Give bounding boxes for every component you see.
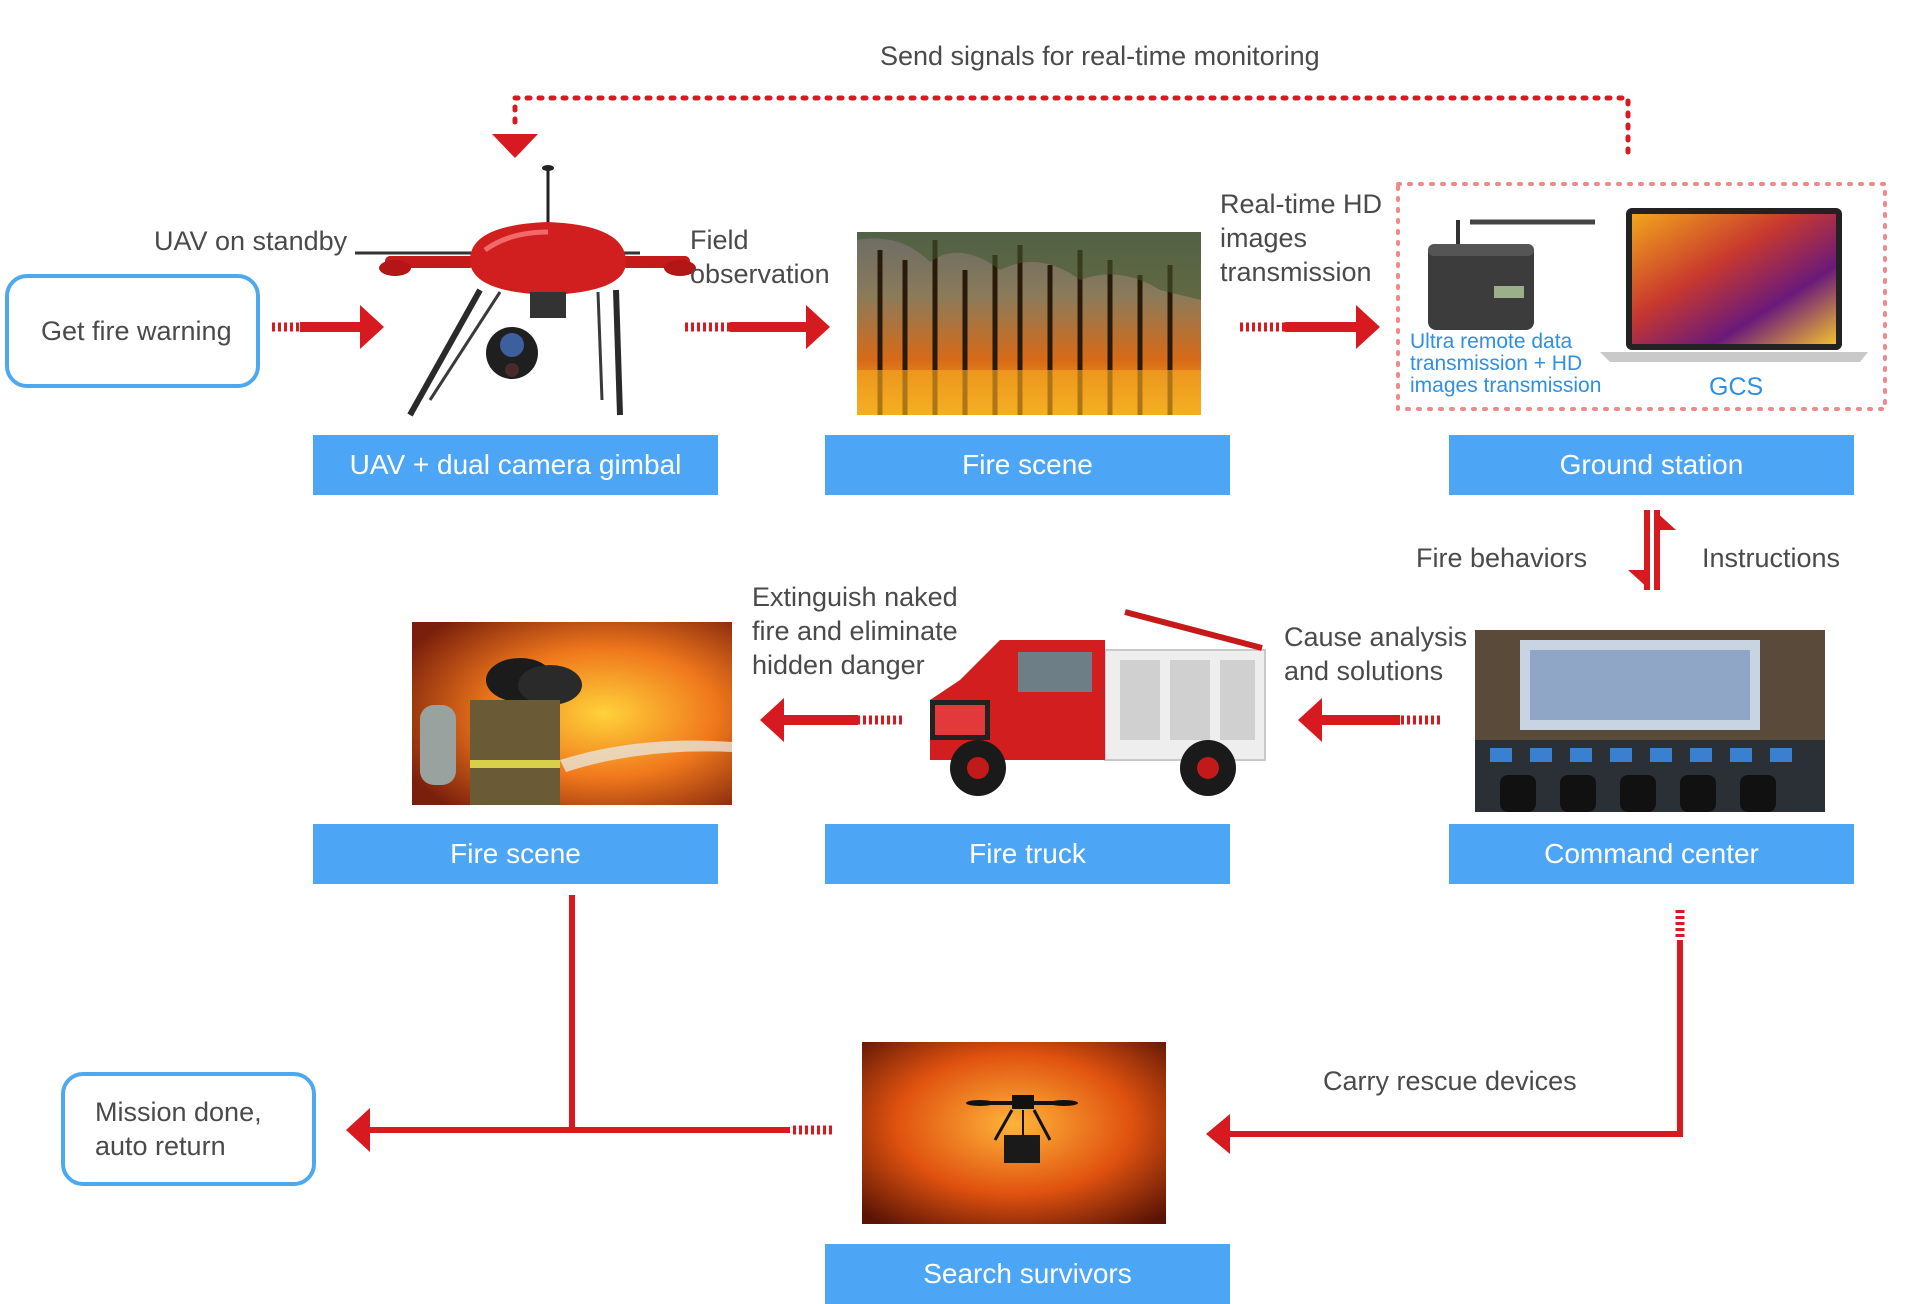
hd-transmission-label: Real-time HD images transmission — [1220, 189, 1383, 287]
cause-analysis-label: Cause analysis and solutions — [1284, 622, 1468, 686]
fire-behaviors-label: Fire behaviors — [1416, 543, 1588, 573]
search-survivors-label: Search survivors — [825, 1244, 1230, 1304]
ground-station-panel-border — [1396, 182, 1887, 411]
mission-done-node: Mission done, auto return — [61, 1072, 316, 1186]
uav-standby-label: UAV on standby — [154, 226, 348, 256]
rescue-drone-photo — [862, 1042, 1166, 1224]
extinguish-label: Extinguish naked fire and eliminate hidd… — [752, 582, 958, 680]
firefighters-photo — [412, 622, 732, 805]
arrow-warning-to-uav — [272, 305, 384, 349]
ground-station-label: Ground station — [1449, 435, 1854, 495]
fire-truck-label: Fire truck — [825, 824, 1230, 884]
monitoring-loop-arrow — [492, 95, 1631, 158]
field-observation-label: Field observation — [690, 225, 830, 289]
command-center-photo — [1475, 630, 1825, 812]
arrow-ground-command-bidirectional — [1628, 510, 1676, 590]
command-center-label: Command center — [1449, 824, 1854, 884]
arrow-fire-scene-to-ground-station — [1240, 305, 1380, 349]
instructions-label: Instructions — [1702, 543, 1841, 573]
arrow-uav-to-fire-scene — [685, 305, 830, 349]
fire-truck-photo — [930, 609, 1266, 796]
arrow-truck-to-fire-scene — [760, 698, 902, 742]
gcs-caption: GCS — [1709, 373, 1764, 401]
data-transmitter-photo — [1428, 219, 1595, 330]
get-fire-warning-node: Get fire warning — [5, 274, 260, 388]
carry-rescue-label: Carry rescue devices — [1323, 1066, 1577, 1096]
arrow-command-to-search — [1206, 910, 1685, 1154]
uav-label: UAV + dual camera gimbal — [313, 435, 718, 495]
monitoring-signal-label: Send signals for real-time monitoring — [880, 41, 1320, 71]
uav-drone-photo — [355, 165, 696, 417]
fire-scene-label-bottom: Fire scene — [313, 824, 718, 884]
fire-scene-label-top: Fire scene — [825, 435, 1230, 495]
transmitter-caption: Ultra remote data transmission + HD imag… — [1410, 330, 1602, 397]
thermal-laptop-photo — [1600, 208, 1868, 362]
arrow-command-to-truck — [1298, 698, 1440, 742]
arrow-to-mission-done — [346, 895, 832, 1152]
forest-fire-photo — [857, 232, 1201, 415]
